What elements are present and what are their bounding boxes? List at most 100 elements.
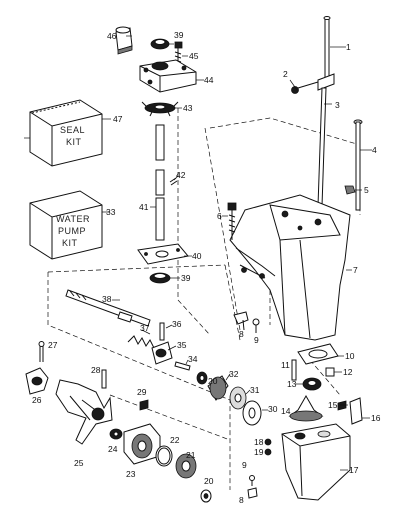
seal-part-39-top <box>150 38 170 50</box>
pin-part-28 <box>101 369 107 389</box>
callout-31: 31 <box>250 385 260 395</box>
cotter-pin-part-27 <box>38 341 45 362</box>
water-pump-stack <box>115 26 197 284</box>
callout-9-upper: 9 <box>254 335 259 345</box>
washer-part-9-upper <box>252 318 260 333</box>
callout-36: 36 <box>172 319 182 329</box>
lower-housing-part-17 <box>281 423 351 501</box>
callout-8-upper: 8 <box>239 329 244 339</box>
propeller-shaft-part-38 <box>65 289 151 327</box>
callout-42: 42 <box>176 170 186 180</box>
washer-part-19 <box>264 448 272 456</box>
washer-part-20-upper <box>196 371 208 385</box>
washer-part-20-lower <box>200 489 212 503</box>
callout-29: 29 <box>137 387 147 397</box>
pin-part-34 <box>174 361 191 371</box>
callout-13: 13 <box>287 379 297 389</box>
connector-part-3 <box>317 73 335 207</box>
bearing-carrier-part-23 <box>123 423 161 465</box>
callout-14: 14 <box>281 406 291 416</box>
callout-5: 5 <box>364 185 369 195</box>
callout-30: 30 <box>268 404 278 414</box>
callout-39-top: 39 <box>174 30 184 40</box>
shift-rod-part-1 <box>323 16 331 83</box>
nut-part-26 <box>25 367 49 395</box>
bearing-part-31 <box>229 386 247 410</box>
impeller-part-43 <box>141 101 179 117</box>
seal-kit-line2: KIT <box>66 137 82 147</box>
gearcase-housing-part-7 <box>229 194 351 341</box>
pin-part-36 <box>159 322 165 341</box>
pin-part-11 <box>291 359 297 381</box>
callout-12: 12 <box>343 367 353 377</box>
callout-27: 27 <box>48 340 58 350</box>
water-pump-kit-line2: PUMP <box>58 226 86 236</box>
callout-44: 44 <box>204 75 214 85</box>
screw-part-9-lower <box>249 475 255 486</box>
callout-40: 40 <box>192 251 202 261</box>
bearing-part-13 <box>302 377 322 391</box>
callout-6: 6 <box>217 211 222 221</box>
o-ring-part-22 <box>155 445 173 467</box>
callout-8-lower: 8 <box>239 495 244 505</box>
callout-16: 16 <box>371 413 381 423</box>
callout-26: 26 <box>32 395 42 405</box>
callout-15: 15 <box>328 400 338 410</box>
callout-37: 37 <box>140 323 150 333</box>
shift-rod-assembly <box>291 16 363 211</box>
callout-43: 43 <box>183 103 193 113</box>
reverse-gear-part-21 <box>175 453 197 479</box>
screw-part-6 <box>227 202 237 240</box>
leader-lines <box>24 35 372 471</box>
callout-38: 38 <box>102 294 112 304</box>
seal-kit-line1: SEAL <box>60 125 85 135</box>
callout-41: 41 <box>139 202 149 212</box>
callout-33: 33 <box>106 207 116 217</box>
screw-part-2 <box>291 81 319 94</box>
callout-28: 28 <box>91 365 101 375</box>
seal-part-39-bottom <box>149 272 171 284</box>
callout-labels: 1 2 3 4 5 6 7 8 9 10 11 12 13 14 15 16 1… <box>32 30 381 505</box>
clutch-part-35 <box>151 341 173 365</box>
callout-24: 24 <box>108 444 118 454</box>
pin-part-12 <box>325 367 335 377</box>
callout-7: 7 <box>353 265 358 275</box>
callout-17: 17 <box>349 465 359 475</box>
callout-34: 34 <box>188 354 198 364</box>
callout-20-upper: 20 <box>208 376 218 386</box>
drive-shaft <box>155 124 165 241</box>
spring-part-37 <box>127 335 155 349</box>
callout-20-lower: 20 <box>204 476 214 486</box>
callout-22: 22 <box>170 435 180 445</box>
seal-kit-box: SEAL KIT <box>29 99 103 167</box>
water-pump-kit-line1: WATER <box>56 214 90 224</box>
callout-2: 2 <box>283 69 288 79</box>
pinion-gear-part-14 <box>288 394 324 422</box>
grommet-part-46 <box>115 26 133 55</box>
callout-45: 45 <box>189 51 199 61</box>
screw-part-8-lower <box>247 487 258 499</box>
gasket-part-10 <box>297 343 339 365</box>
stud-part-4 <box>353 119 363 211</box>
callout-39-bottom: 39 <box>181 273 191 283</box>
plate-part-40 <box>137 243 189 265</box>
water-pump-kit-line3: KIT <box>62 238 78 248</box>
screw-part-8-upper <box>233 311 249 331</box>
clip-part-29 <box>139 399 149 411</box>
callout-18: 18 <box>254 437 264 447</box>
propeller-part-25 <box>55 379 113 445</box>
callout-9-lower: 9 <box>242 460 247 470</box>
callout-19: 19 <box>254 447 264 457</box>
callout-47: 47 <box>113 114 123 124</box>
callout-11: 11 <box>281 360 290 370</box>
thrust-washer-part-30 <box>242 400 262 426</box>
thrust-hub-part-24 <box>109 428 123 440</box>
water-pump-kit-box: WATER PUMP KIT <box>29 190 103 260</box>
shift-shaft-part-16 <box>349 397 363 425</box>
callout-46: 46 <box>107 31 117 41</box>
callout-23: 23 <box>126 469 136 479</box>
forward-gear-part-32 <box>207 375 229 401</box>
callout-1: 1 <box>346 42 351 52</box>
callout-32: 32 <box>229 369 239 379</box>
